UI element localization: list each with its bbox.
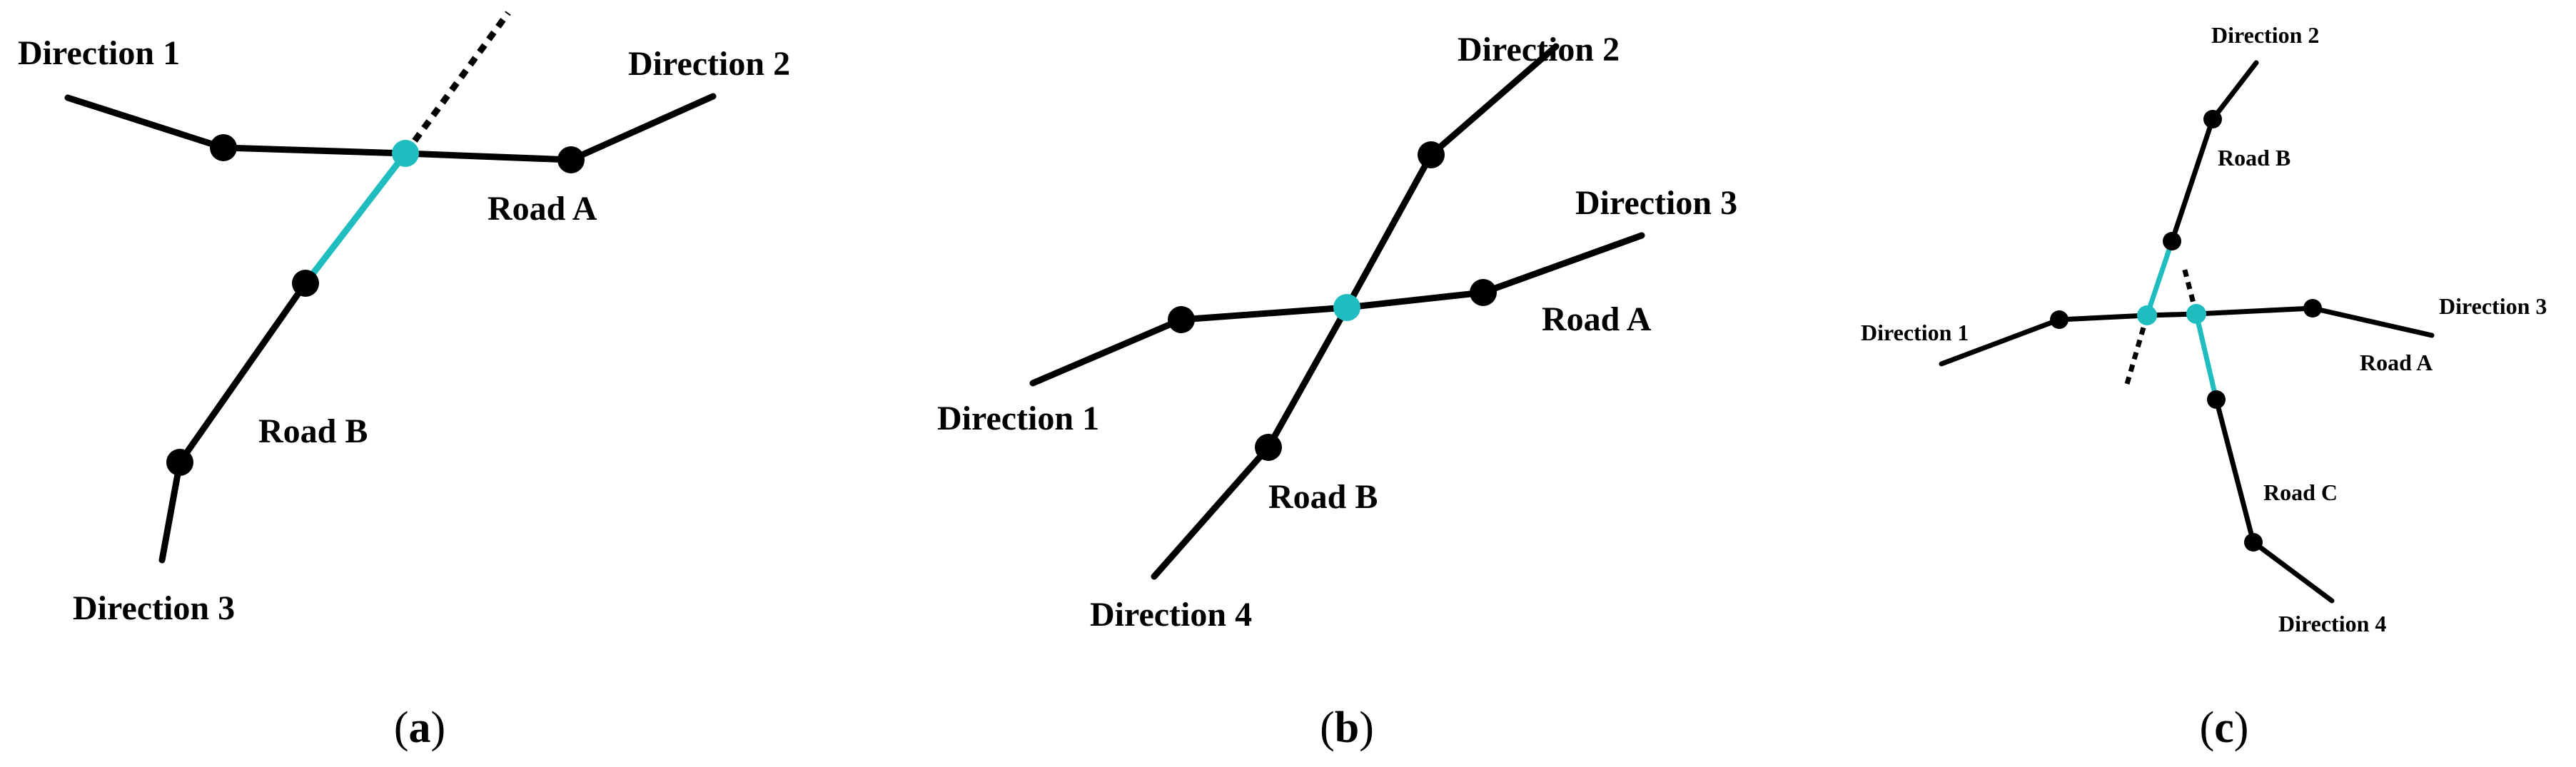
label-direction-3: Direction 3 [73, 589, 235, 627]
node [2207, 390, 2226, 409]
panel-b: Direction 1 Direction 2 Direction 3 Dire… [937, 31, 1737, 752]
caption-c-letter: c [2214, 703, 2234, 752]
label-road-b: Road B [258, 412, 368, 450]
node [166, 449, 193, 476]
road-b-highlight-segment [302, 150, 409, 287]
label-road-c: Road C [2263, 479, 2338, 505]
label-road-b: Road B [1268, 478, 1378, 516]
road-b-dashed-extension [403, 11, 511, 156]
node [2050, 310, 2069, 329]
road-b-highlight-segment [2144, 238, 2175, 318]
caption-b-letter: b [1335, 703, 1359, 752]
panel-b-labels: Direction 1 Direction 2 Direction 3 Dire… [937, 31, 1737, 634]
node [2303, 299, 2322, 318]
panel-c-labels: Direction 1 Direction 2 Direction 3 Dire… [1861, 22, 2547, 636]
panel-c-nodes [2050, 110, 2322, 552]
label-direction-1: Direction 1 [1861, 320, 1969, 345]
label-direction-4: Direction 4 [2278, 611, 2386, 636]
caption-c: (c) [2200, 703, 2249, 752]
label-direction-4: Direction 4 [1090, 596, 1252, 634]
intersection-node [2186, 304, 2206, 324]
label-direction-1: Direction 1 [18, 34, 180, 72]
node [557, 146, 585, 173]
label-direction-3: Direction 3 [2439, 293, 2547, 319]
node [292, 270, 319, 297]
caption-a: (a) [394, 703, 445, 752]
caption-b: (b) [1320, 703, 1374, 752]
label-direction-1: Direction 1 [937, 400, 1099, 437]
panel-c: Direction 1 Direction 2 Direction 3 Dire… [1861, 22, 2547, 752]
road-a-segment-east [402, 93, 717, 163]
road-c-dashed-extension [2181, 267, 2199, 315]
panel-a-roads [64, 11, 717, 564]
caption-a-letter: a [409, 703, 431, 752]
node [2163, 232, 2181, 250]
panel-c-roads [1939, 60, 2435, 604]
road-c-highlight-segment [2193, 311, 2219, 402]
label-road-b: Road B [2218, 145, 2290, 171]
panel-b-nodes [1168, 141, 1497, 461]
node [2244, 533, 2263, 552]
node [210, 134, 237, 161]
intersection-node [1333, 294, 1360, 321]
label-road-a: Road A [488, 190, 597, 228]
road-a-line [1939, 305, 2435, 367]
road-b-dashed-extension [2123, 315, 2150, 390]
label-road-a: Road A [1542, 300, 1652, 338]
label-direction-2: Direction 2 [628, 45, 790, 83]
node [1470, 279, 1497, 306]
panel-a-labels: Direction 1 Direction 2 Direction 3 Road… [18, 34, 790, 627]
label-road-a: Road A [2360, 350, 2433, 375]
intersection-node [392, 140, 419, 167]
label-direction-2: Direction 2 [1458, 31, 1620, 68]
intersection-node [2137, 305, 2157, 325]
label-direction-2: Direction 2 [2211, 22, 2319, 48]
node [1255, 434, 1282, 461]
label-direction-3: Direction 3 [1575, 184, 1737, 222]
node [1168, 306, 1195, 333]
panel-a-nodes [166, 134, 585, 476]
panel-a: Direction 1 Direction 2 Direction 3 Road… [18, 11, 790, 752]
node [1418, 141, 1445, 168]
node [2203, 110, 2222, 128]
